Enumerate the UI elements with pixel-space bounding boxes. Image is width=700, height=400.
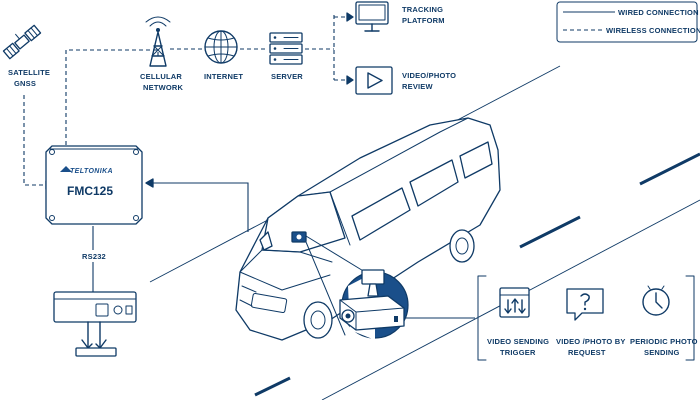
video-review-label-2: REVIEW: [402, 82, 434, 91]
connections: [23, 12, 475, 319]
cellular-label-1: CELLULAR: [140, 72, 182, 81]
arrow-head: [145, 178, 154, 188]
device-model: FMC125: [67, 184, 113, 198]
feature-request: VIDEO /PHOTO BY REQUEST: [556, 288, 626, 357]
van-window: [459, 141, 493, 179]
lane-marking: [519, 215, 581, 249]
feature-periodic-label-2: SENDING: [644, 348, 680, 357]
globe-icon: [204, 30, 238, 64]
panel-bracket-right: [685, 275, 695, 361]
tracking-label-1: TRACKING: [402, 5, 443, 14]
satellite-label-1: SATELLITE: [8, 68, 50, 77]
van: [235, 117, 501, 341]
panel-bracket-left: [477, 275, 487, 361]
satellite-link: [23, 95, 47, 186]
legend-box: [556, 1, 698, 43]
van-window: [409, 159, 459, 207]
tracker-device: TELTONIKA FMC125: [45, 145, 143, 225]
feature-periodic: PERIODIC PHOTO SENDING: [630, 285, 698, 357]
zoom-line: [305, 235, 366, 273]
feature-periodic-label-1: PERIODIC PHOTO: [630, 337, 698, 346]
satellite-label-2: GNSS: [14, 79, 36, 88]
lane-marking: [639, 152, 700, 186]
zoom-line: [305, 241, 346, 336]
legend-wireless-label: WIRELESS CONNECTION: [606, 26, 700, 35]
cellular-label-2: NETWORK: [143, 83, 184, 92]
internet-node: INTERNET: [204, 30, 243, 81]
server-label: SERVER: [271, 72, 303, 81]
arrow-head: [346, 12, 354, 22]
camera-device-link: [152, 182, 249, 232]
request-icon: [566, 288, 604, 321]
play-icon: [355, 66, 393, 95]
arrow-head: [346, 75, 354, 85]
camera-icon: [339, 269, 405, 331]
feature-trigger-label-2: TRIGGER: [500, 348, 536, 357]
feature-trigger-label-1: VIDEO SENDING: [487, 337, 549, 346]
features-panel: VIDEO SENDING TRIGGER VIDEO /PHOTO BY RE…: [477, 275, 698, 361]
device-cellular-link: [65, 49, 159, 145]
cellular-node: CELLULAR NETWORK: [140, 16, 184, 92]
tracking-label-2: PLATFORM: [402, 16, 445, 25]
van-wheel: [303, 301, 333, 339]
video-review-node: VIDEO/PHOTO REVIEW: [355, 66, 456, 95]
rs232-label: RS232: [82, 252, 106, 261]
legend: WIRED CONNECTION WIRELESS CONNECTION: [556, 1, 700, 43]
legend-wired-label: WIRED CONNECTION: [618, 8, 699, 17]
cell-tower-icon: [145, 16, 171, 67]
device-brand: TELTONIKA: [70, 168, 113, 175]
server-icon: [269, 32, 303, 65]
feature-request-label-1: VIDEO /PHOTO BY: [556, 337, 626, 346]
video-review-label-1: VIDEO/PHOTO: [402, 71, 456, 80]
tracker-device-icon: [45, 145, 143, 225]
accessory-body: [53, 291, 137, 323]
van-window: [351, 187, 411, 241]
camera-zoom: [305, 235, 409, 340]
feature-trigger: VIDEO SENDING TRIGGER: [487, 287, 549, 357]
internet-label: INTERNET: [204, 72, 243, 81]
satellite-node: SATELLITE GNSS: [2, 24, 50, 88]
rs232-accessory: [53, 291, 137, 357]
monitor-icon: [355, 1, 389, 32]
trigger-icon: [499, 287, 530, 318]
clock-icon: [642, 285, 670, 316]
server-node: SERVER: [269, 32, 303, 81]
satellite-icon: [2, 24, 42, 60]
tracking-node: TRACKING PLATFORM: [355, 1, 445, 32]
lane-marking: [254, 376, 291, 397]
van-wheel: [449, 229, 475, 263]
feature-request-label-2: REQUEST: [568, 348, 606, 357]
